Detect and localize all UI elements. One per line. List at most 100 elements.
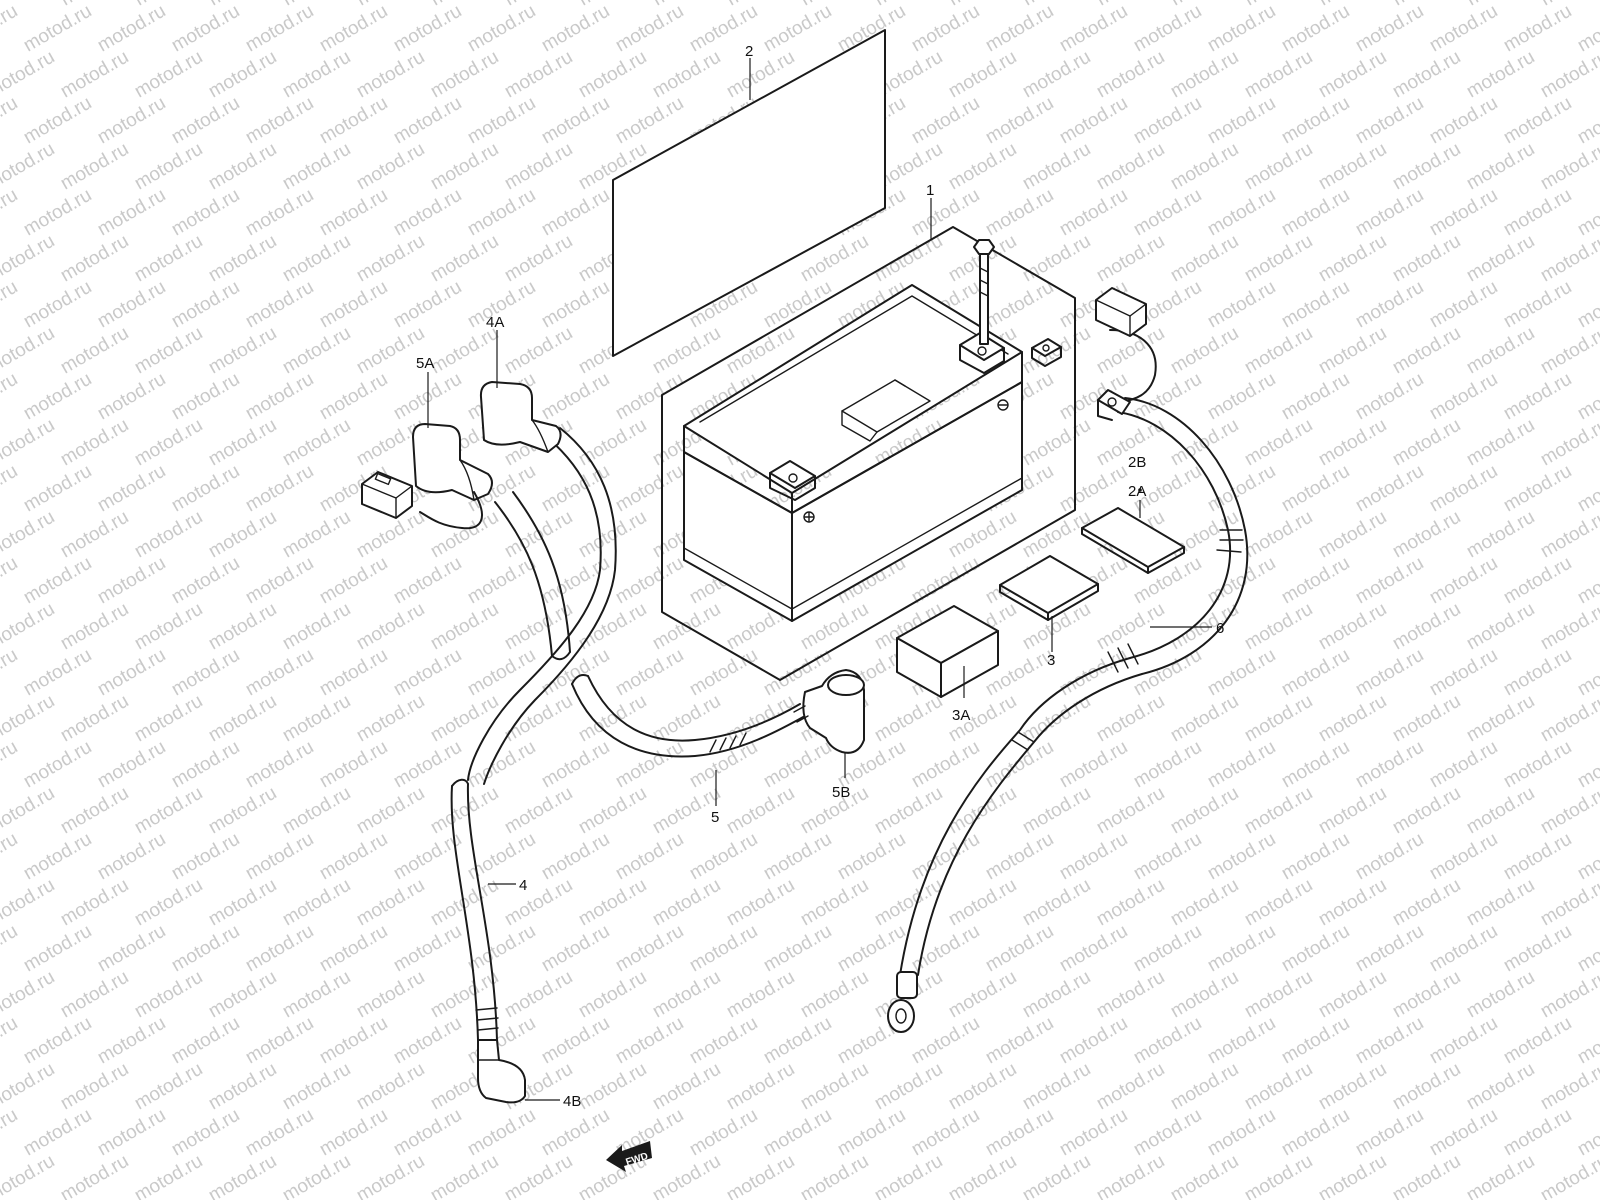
watermark-text: motod.ru — [131, 231, 206, 287]
watermark-text: motod.ru — [723, 1059, 798, 1115]
watermark-text: motod.ru — [1574, 829, 1600, 885]
watermark-text: motod.ru — [316, 277, 391, 333]
watermark-text: motod.ru — [20, 1013, 95, 1069]
watermark-text: motod.ru — [612, 93, 687, 149]
watermark-text: motod.ru — [464, 185, 539, 241]
watermark-text: motod.ru — [1352, 461, 1427, 517]
watermark-text: motod.ru — [427, 139, 502, 195]
leader-lines — [427, 58, 1212, 1101]
watermark-text: motod.ru — [94, 1013, 169, 1069]
watermark-text: motod.ru — [1019, 875, 1094, 931]
watermark-text: motod.ru — [1537, 599, 1600, 655]
watermark-text: motod.ru — [464, 921, 539, 977]
watermark-text: motod.ru — [1574, 185, 1600, 241]
watermark-text: motod.ru — [427, 47, 502, 103]
watermark-text: motod.ru — [1500, 553, 1575, 609]
watermark-text: motod.ru — [1278, 553, 1353, 609]
watermark-text: motod.ru — [1537, 231, 1600, 287]
watermark-text: motod.ru — [168, 1197, 243, 1200]
watermark-text: motod.ru — [1056, 1013, 1131, 1069]
watermark-text: motod.ru — [501, 139, 576, 195]
watermark-text: motod.ru — [0, 829, 21, 885]
watermark-text: motod.ru — [1500, 1013, 1575, 1069]
watermark-text: motod.ru — [1389, 231, 1464, 287]
watermark-text: motod.ru — [982, 1197, 1057, 1200]
watermark-text: motod.ru — [427, 0, 502, 10]
watermark-text: motod.ru — [242, 1013, 317, 1069]
watermark-text: motod.ru — [1352, 921, 1427, 977]
watermark-text: motod.ru — [1315, 47, 1390, 103]
connector-6 — [1095, 287, 1147, 337]
watermark-text: motod.ru — [612, 921, 687, 977]
watermark-text: motod.ru — [242, 829, 317, 885]
watermark-text: motod.ru — [57, 415, 132, 471]
watermark-text: motod.ru — [538, 1, 613, 57]
watermark-text: motod.ru — [316, 553, 391, 609]
watermark-text: motod.ru — [1167, 691, 1242, 747]
label-4a: 4A — [486, 314, 504, 331]
watermark-text: motod.ru — [982, 277, 1057, 333]
watermark-text: motod.ru — [20, 369, 95, 425]
watermark-text: motod.ru — [1352, 1013, 1427, 1069]
watermark-text: motod.ru — [464, 829, 539, 885]
watermark-text: motod.ru — [1389, 0, 1464, 10]
label-2b: 2B — [1128, 454, 1146, 471]
watermark-text: motod.ru — [982, 185, 1057, 241]
cap-4a — [479, 381, 562, 453]
watermark-text: motod.ru — [94, 645, 169, 701]
watermark-text: motod.ru — [1463, 967, 1538, 1023]
watermark-text: motod.ru — [20, 93, 95, 149]
watermark-text: motod.ru — [316, 185, 391, 241]
watermark-text: motod.ru — [501, 0, 576, 10]
watermark-text: motod.ru — [612, 461, 687, 517]
watermark-text: motod.ru — [1093, 139, 1168, 195]
watermark-text: motod.ru — [464, 1, 539, 57]
watermark-text: motod.ru — [131, 139, 206, 195]
watermark-text: motod.ru — [1167, 875, 1242, 931]
terminal-nut — [1031, 338, 1062, 367]
watermark-text: motod.ru — [612, 1197, 687, 1200]
watermark-text: motod.ru — [279, 875, 354, 931]
watermark-text: motod.ru — [1204, 1105, 1279, 1161]
watermark-text: motod.ru — [242, 553, 317, 609]
watermark-text: motod.ru — [1019, 139, 1094, 195]
watermark-text: motod.ru — [1500, 369, 1575, 425]
watermark-text: motod.ru — [871, 0, 946, 10]
watermark-text: motod.ru — [316, 829, 391, 885]
watermark-text: motod.ru — [205, 875, 280, 931]
watermark-text: motod.ru — [1315, 139, 1390, 195]
watermark-text: motod.ru — [1241, 875, 1316, 931]
watermark-text: motod.ru — [686, 829, 761, 885]
watermark-text: motod.ru — [1204, 277, 1279, 333]
watermark-text: motod.ru — [20, 1197, 95, 1200]
watermark-text: motod.ru — [1093, 47, 1168, 103]
watermark-text: motod.ru — [1278, 277, 1353, 333]
watermark-text: motod.ru — [686, 1197, 761, 1200]
watermark-text: motod.ru — [1130, 737, 1205, 793]
watermark-text: motod.ru — [1574, 921, 1600, 977]
watermark-text: motod.ru — [279, 323, 354, 379]
watermark-text: motod.ru — [390, 1105, 465, 1161]
watermark-text: motod.ru — [464, 553, 539, 609]
watermark-text: motod.ru — [1093, 231, 1168, 287]
watermark-text: motod.ru — [57, 599, 132, 655]
watermark-text: motod.ru — [1167, 231, 1242, 287]
watermark-text: motod.ru — [205, 1059, 280, 1115]
pad-3 — [999, 555, 1099, 621]
watermark-text: motod.ru — [1056, 921, 1131, 977]
watermark-text: motod.ru — [20, 1105, 95, 1161]
watermark-text: motod.ru — [1500, 829, 1575, 885]
watermark-text: motod.ru — [316, 645, 391, 701]
watermark-text: motod.ru — [575, 783, 650, 839]
watermark-text: motod.ru — [1463, 231, 1538, 287]
watermark-text: motod.ru — [205, 691, 280, 747]
watermark-text: motod.ru — [538, 737, 613, 793]
watermark-text: motod.ru — [353, 0, 428, 10]
watermark-text: motod.ru — [1426, 277, 1501, 333]
watermark-text: motod.ru — [1167, 967, 1242, 1023]
watermark-text: motod.ru — [279, 783, 354, 839]
watermark-text: motod.ru — [1352, 185, 1427, 241]
watermark-text: motod.ru — [908, 1, 983, 57]
watermark-text: motod.ru — [501, 47, 576, 103]
watermark-text: motod.ru — [205, 415, 280, 471]
